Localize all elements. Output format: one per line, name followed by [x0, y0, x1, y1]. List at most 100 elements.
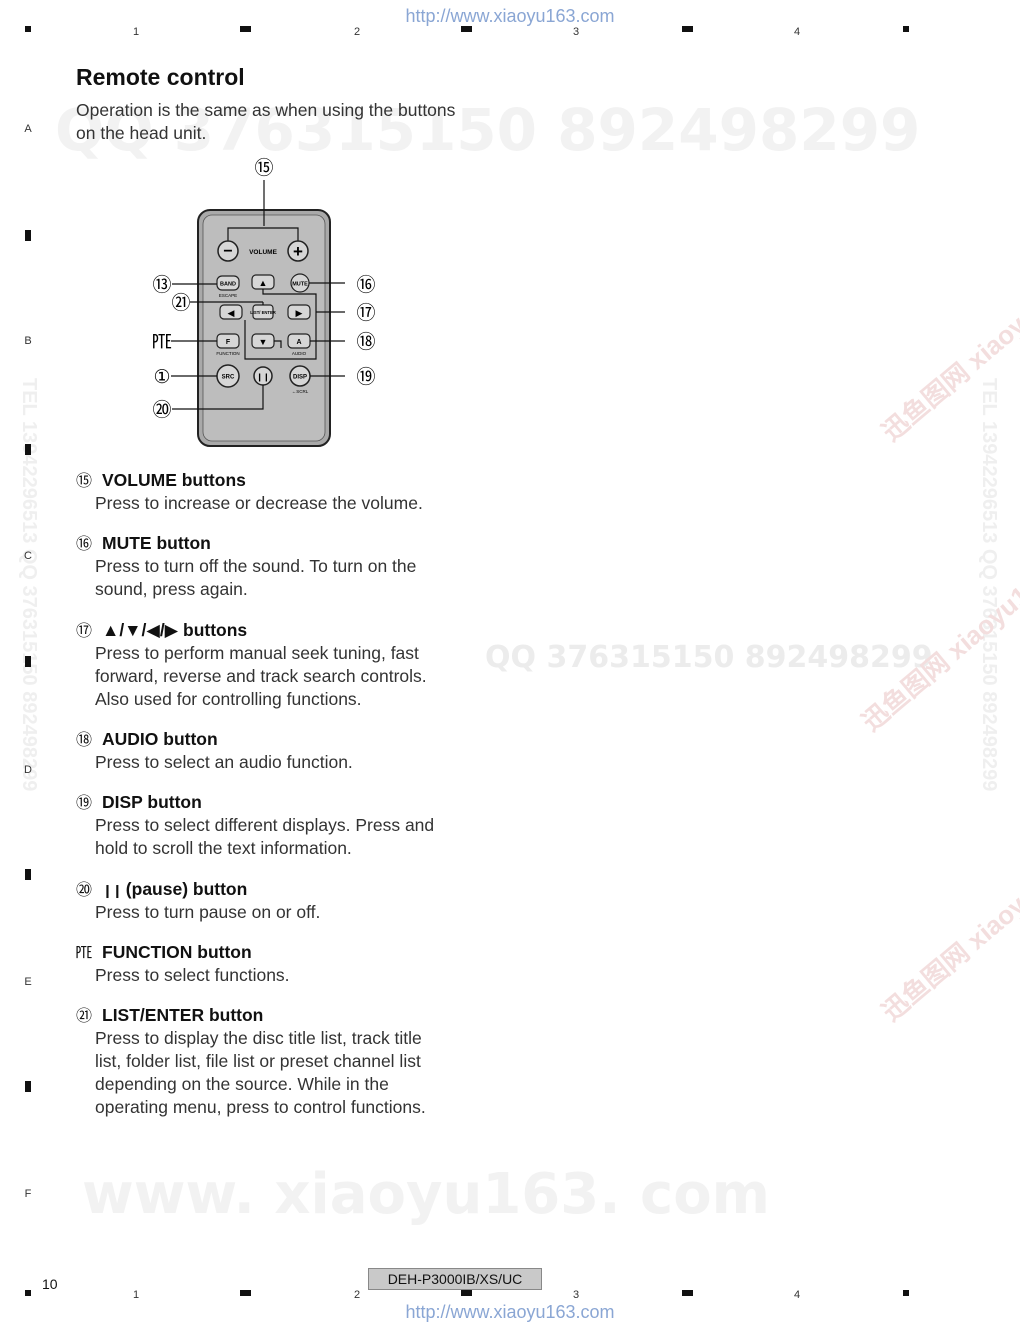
left-button	[219, 304, 243, 320]
reg-mark	[25, 1081, 31, 1092]
item-description: Press to select functions.	[95, 965, 290, 985]
row-letter: A	[24, 123, 32, 135]
volume-plus-button	[287, 240, 309, 262]
reg-mark	[25, 1290, 31, 1296]
column-number: 4	[793, 1289, 801, 1301]
list-item: ⑰▲/▼/◀/▶ buttons Press to perform manual…	[76, 619, 466, 711]
row-letter: E	[24, 976, 32, 988]
item-description: Press to turn pause on or off.	[95, 902, 321, 922]
reg-mark	[240, 1290, 251, 1296]
item-description: Press to turn off the sound. To turn on …	[95, 556, 417, 599]
reg-mark	[903, 26, 909, 32]
reg-mark	[240, 26, 251, 32]
svg-text:❙❙: ❙❙	[256, 373, 269, 382]
svg-text:▲: ▲	[259, 278, 268, 288]
svg-text:DISP: DISP	[293, 375, 307, 381]
watermark-site: www. xiaoyu163. com	[82, 1162, 771, 1227]
item-number: ㉐	[76, 945, 93, 962]
item-title: AUDIO button	[102, 729, 218, 749]
item-description: Press to increase or decrease the volume…	[95, 493, 423, 513]
item-title: FUNCTION button	[102, 942, 252, 962]
svg-text:LIST/ ENTER: LIST/ ENTER	[250, 310, 276, 315]
item-number: ⑮	[76, 473, 93, 490]
callout-13: ⑬	[152, 274, 171, 296]
callout-16: ⑯	[356, 274, 375, 296]
callout-20: ⑳	[152, 399, 171, 421]
pause-icon: ❙❙	[102, 883, 123, 898]
callout-19: ⑲	[356, 366, 375, 388]
watermark-side-left: TEL 13942296513 QQ 376315150 892498299	[18, 378, 40, 792]
callout-17: ⑰	[356, 302, 375, 324]
svg-text:+: +	[293, 242, 303, 261]
model-label: DEH-P3000IB/XS/UC	[368, 1268, 542, 1290]
reg-mark	[25, 869, 31, 880]
watermark-side-right: TEL 13942296513 QQ 376315150 892498299	[978, 378, 1000, 792]
svg-text:▼: ▼	[259, 337, 268, 347]
remote-control-diagram: ⑮ − + VOLUME BAND ESCAPE MUTE ▲ ◀ ▶ ▼ LI…	[152, 157, 376, 447]
reg-mark	[682, 1290, 693, 1296]
callout-15: ⑮	[254, 157, 273, 179]
column-number: 3	[572, 26, 580, 38]
column-number: 2	[353, 26, 361, 38]
callout-18: ⑱	[356, 331, 375, 353]
reg-mark	[25, 444, 31, 455]
watermark-cn-3: 迅鱼图网 xiaoyu163.com	[876, 812, 1020, 1027]
page-number: 10	[42, 1276, 58, 1292]
column-number: 2	[353, 1289, 361, 1301]
item-title: DISP button	[102, 792, 202, 812]
svg-text:AUDIO: AUDIO	[292, 351, 307, 356]
item-title: VOLUME buttons	[102, 470, 246, 490]
column-number: 1	[132, 1289, 140, 1301]
item-description: Press to perform manual seek tuning, fas…	[95, 643, 427, 709]
footer-url[interactable]: http://www.xiaoyu163.com	[405, 1302, 615, 1322]
list-item: ⑳ ❙❙(pause) button Press to turn pause on…	[76, 878, 466, 924]
svg-text:BAND: BAND	[220, 282, 236, 288]
reg-mark	[461, 26, 472, 32]
reg-mark	[461, 1290, 472, 1296]
intro-text: Operation is the same as when using the …	[76, 100, 456, 143]
watermark-qq-mid: QQ 376315150 892498299	[485, 640, 933, 675]
right-button	[287, 304, 311, 320]
item-title: MUTE button	[102, 533, 211, 553]
list-item: ㉐ FUNCTION button Press to select functio…	[76, 941, 466, 987]
reg-mark	[903, 1290, 909, 1296]
row-letter: C	[24, 550, 32, 562]
list-item: ⑮ VOLUME buttons Press to increase or dec…	[76, 469, 466, 515]
watermark-qq-top: QQ 376315150 892498299	[55, 96, 921, 164]
reg-mark	[682, 26, 693, 32]
svg-text:▶: ▶	[296, 308, 303, 318]
svg-text:←SCRL: ←SCRL	[292, 389, 309, 394]
svg-text:−: −	[223, 243, 232, 260]
volume-minus-button	[217, 240, 239, 262]
page-title: Remote control	[76, 64, 245, 90]
row-letter: D	[24, 764, 32, 776]
svg-text:ESCAPE: ESCAPE	[219, 293, 237, 298]
callout-21: ㉐	[152, 331, 171, 353]
item-number: ⑳	[76, 882, 93, 899]
row-letter: B	[24, 335, 32, 347]
svg-text:SRC: SRC	[222, 375, 235, 381]
item-number: ⑲	[76, 795, 93, 812]
row-letter: F	[24, 1188, 32, 1200]
column-number: 4	[793, 26, 801, 38]
item-number: ㉑	[76, 1008, 93, 1025]
callout-1: ①	[153, 366, 170, 388]
reg-mark	[25, 656, 31, 667]
reg-mark	[25, 230, 31, 241]
svg-text:MUTE: MUTE	[292, 282, 308, 288]
header-url[interactable]: http://www.xiaoyu163.com	[405, 6, 615, 26]
callout-22: ㉑	[171, 292, 190, 314]
band-button	[216, 275, 240, 291]
item-title: LIST/ENTER button	[102, 1005, 264, 1025]
svg-text:A: A	[296, 339, 301, 346]
item-title: (pause) button	[125, 879, 248, 899]
svg-text:F: F	[226, 339, 231, 346]
item-number: ⑰	[76, 623, 93, 640]
svg-text:FUNCTION: FUNCTION	[216, 351, 239, 356]
item-description: Press to select an audio function.	[95, 752, 353, 772]
column-number: 1	[132, 26, 140, 38]
